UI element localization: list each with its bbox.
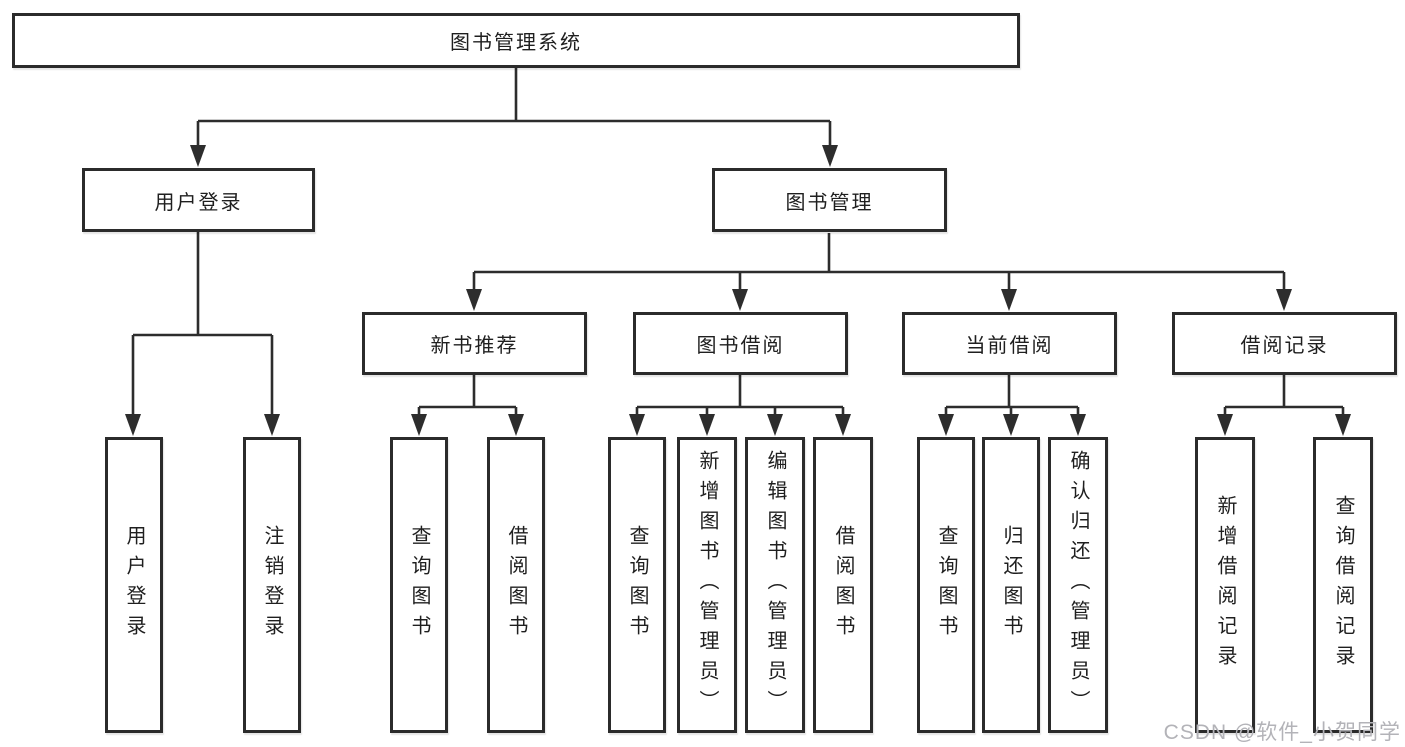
connector-book-management-to-level3	[466, 233, 1292, 311]
node-root-system: 图书管理系统	[12, 13, 1020, 68]
connector-user-login-to-leaves	[125, 232, 280, 436]
leaf-recommend-borrow-books: 借阅图书	[487, 437, 545, 733]
node-borrowing-records: 借阅记录	[1172, 312, 1397, 375]
leaf-user-login: 用户登录	[105, 437, 163, 733]
leaf-current-query-books: 查询图书	[917, 437, 975, 733]
leaf-recommend-query-books: 查询图书	[390, 437, 448, 733]
node-book-borrowing: 图书借阅	[633, 312, 848, 375]
node-book-management: 图书管理	[712, 168, 947, 232]
leaf-query-borrow-record: 查询借阅记录	[1313, 437, 1373, 733]
connector-new-book-recommend-to-leaves	[411, 375, 524, 436]
csdn-watermark: CSDN @软件_小贺同学	[1163, 721, 1401, 744]
leaf-edit-book-admin: 编辑图书（管理员）	[745, 437, 805, 733]
leaf-borrowing-borrow-books: 借阅图书	[813, 437, 873, 733]
connector-borrowing-records-to-leaves	[1217, 375, 1351, 436]
node-user-login: 用户登录	[82, 168, 315, 232]
leaf-add-book-admin: 新增图书（管理员）	[677, 437, 737, 733]
leaf-return-book: 归还图书	[982, 437, 1040, 733]
leaf-confirm-return-admin: 确认归还（管理员）	[1048, 437, 1108, 733]
leaf-add-borrow-record: 新增借阅记录	[1195, 437, 1255, 733]
leaf-borrowing-query-books: 查询图书	[608, 437, 666, 733]
node-new-book-recommend: 新书推荐	[362, 312, 587, 375]
connector-current-borrowing-to-leaves	[938, 375, 1086, 436]
connector-book-borrowing-to-leaves	[629, 375, 851, 436]
leaf-logout: 注销登录	[243, 437, 301, 733]
connector-root-to-level2	[190, 68, 838, 167]
node-current-borrowing: 当前借阅	[902, 312, 1117, 375]
